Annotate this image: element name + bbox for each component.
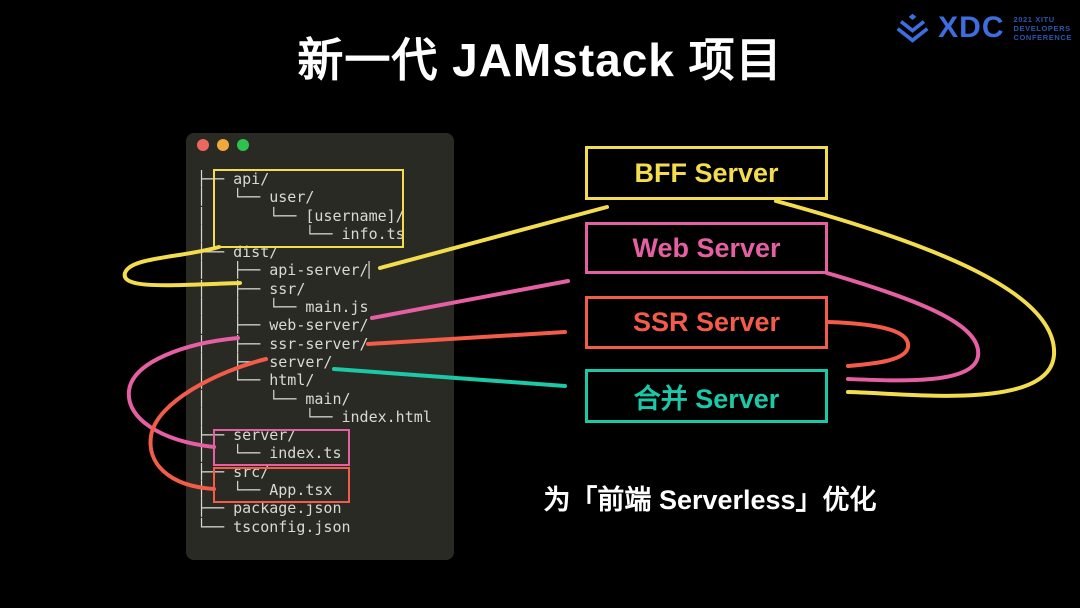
conference-tagline: 2021 XITU DEVELOPERS CONFERENCE (1013, 15, 1072, 42)
web-server-label: Web Server (632, 232, 781, 263)
ssr-server-label: SSR Server (632, 307, 781, 337)
tree-line-server-dist: │ ├── server/ (197, 352, 333, 371)
tagline-line: DEVELOPERS (1013, 23, 1071, 33)
minimize-button-icon (217, 139, 229, 151)
tree-line-main-js: │ │ └── main.js (197, 298, 369, 317)
web-server-box: Web Server (585, 222, 828, 274)
page-title: 新一代 JAMstack 项目 (297, 34, 783, 86)
conference-logo: XDC 2021 XITU DEVELOPERS CONFERENCE (896, 12, 1072, 44)
caption-text: 为「前端 Serverless」优化 (543, 485, 877, 515)
highlight-box-server (213, 429, 350, 466)
tree-line-tsconfig-json: └── tsconfig.json (197, 517, 351, 536)
close-button-icon (197, 139, 209, 151)
tagline-line: CONFERENCE (1013, 32, 1072, 42)
ssr-server-box: SSR Server (585, 296, 828, 349)
arrow-web-to-merge (825, 271, 981, 383)
bff-server-box: BFF Server (585, 146, 828, 200)
tree-line-main: │ └── main/ (197, 389, 351, 408)
tagline-line: 2021 XITU (1013, 14, 1055, 24)
juejin-icon (896, 13, 929, 43)
highlight-box-src (213, 467, 350, 503)
window-titlebar (186, 133, 454, 157)
tree-line-user: │ └── user/ (197, 188, 315, 207)
arrow-ssr-to-merge (826, 320, 911, 368)
tree-line-api-server: │ ├── api-server/▏ (197, 261, 378, 280)
tree-line-index-html: │ └── index.html (197, 407, 432, 426)
xdc-wordmark: XDC (938, 11, 1005, 44)
tree-line-package-json: ├── package.json (197, 499, 342, 518)
tree-line-html: │ └── html/ (197, 371, 315, 390)
merge-server-label: 合并 Server (633, 383, 780, 414)
bff-server-label: BFF Server (634, 157, 779, 188)
fullscreen-button-icon (237, 139, 249, 151)
merge-server-box: 合并 Server (585, 369, 828, 423)
highlight-box-api (213, 169, 404, 248)
tree-line-ssr-server: │ ├── ssr-server/ (197, 334, 369, 353)
tree-line-ssr: │ ├── ssr/ (197, 279, 306, 298)
tree-line-web-server: │ ├── web-server/ (197, 316, 369, 335)
tree-line-api: ├── api/ (197, 170, 270, 188)
